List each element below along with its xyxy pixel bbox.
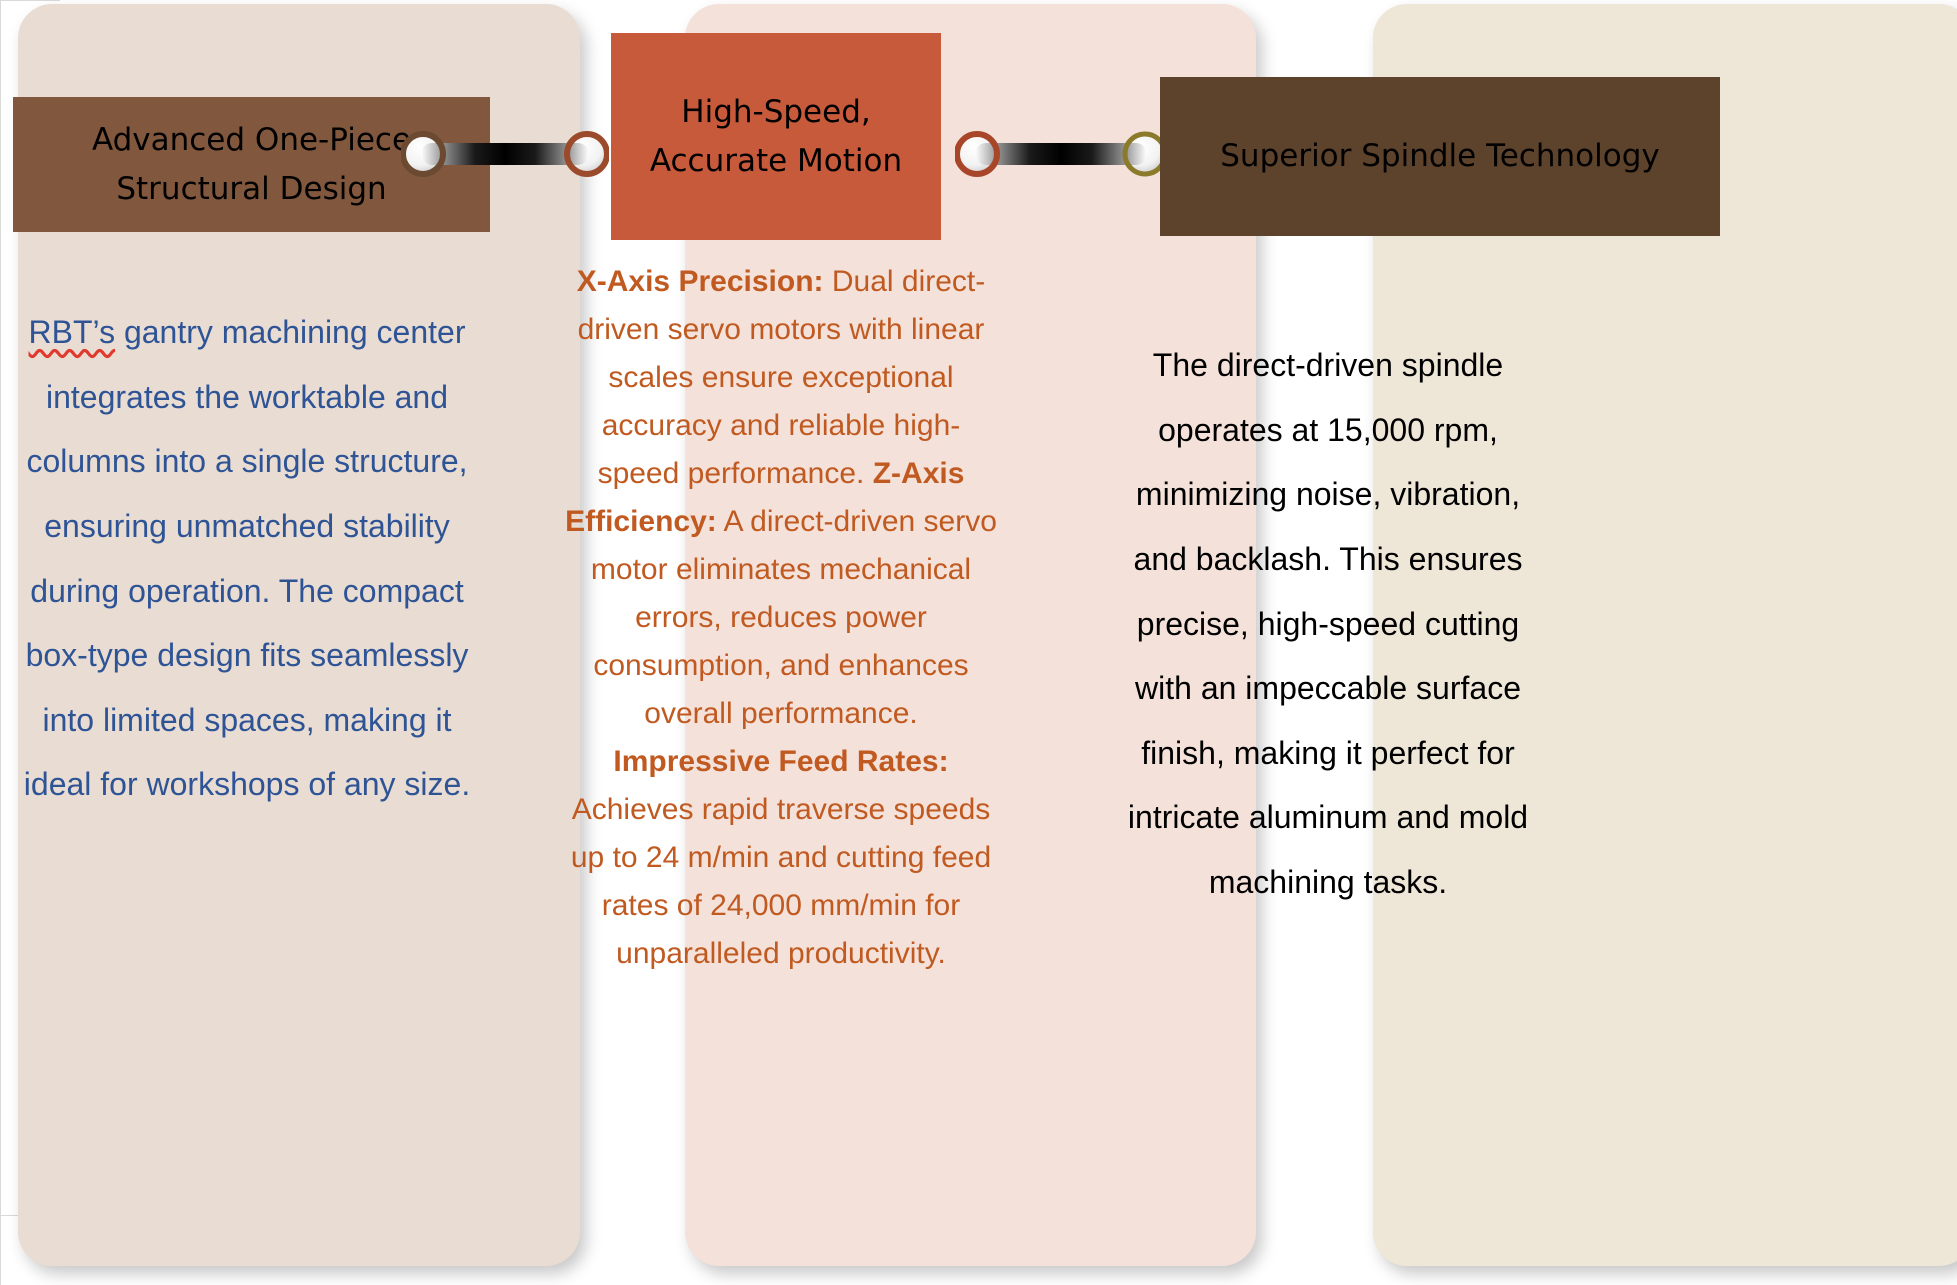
card-body-spindle-technology: The direct-driven spindle operates at 15…	[1118, 333, 1538, 915]
card-header-high-speed-motion: High-Speed, Accurate Motion	[611, 33, 941, 240]
card-header-spindle-technology: Superior Spindle Technology	[1160, 77, 1720, 236]
card-body-text-structural-design: gantry machining center integrates the w…	[23, 314, 471, 803]
misspelled-word-rbt: RBT’s	[28, 314, 116, 350]
section-group-z-axis: Z-Axis Efficiency: A direct-driven servo…	[565, 457, 997, 730]
slide-border-top	[0, 0, 60, 1]
section-text-z-axis: A direct-driven servo motor eliminates m…	[590, 505, 997, 730]
card-body-structural-design: RBT’s gantry machining center integrates…	[22, 300, 472, 817]
chain-link-icon-1	[400, 123, 610, 185]
slide-border-left	[0, 0, 1, 1285]
section-group-feed-rates: Impressive Feed Rates: Achieves rapid tr…	[571, 745, 991, 970]
section-text-feed-rates: Achieves rapid traverse speeds up to 24 …	[570, 793, 992, 970]
section-group-x-axis: X-Axis Precision: Dual direct-driven ser…	[577, 265, 985, 490]
chain-link-icon-2	[954, 123, 1168, 185]
section-label-x-axis: X-Axis Precision:	[576, 265, 824, 298]
section-text-x-axis: Dual direct-driven servo motors with lin…	[577, 265, 986, 490]
card-body-text-spindle-technology: The direct-driven spindle operates at 15…	[1127, 347, 1529, 900]
section-label-feed-rates: Impressive Feed Rates:	[613, 745, 949, 778]
card-body-high-speed-motion: X-Axis Precision: Dual direct-driven ser…	[562, 258, 1000, 978]
section-label-z-axis: Z-Axis Efficiency:	[565, 457, 965, 538]
